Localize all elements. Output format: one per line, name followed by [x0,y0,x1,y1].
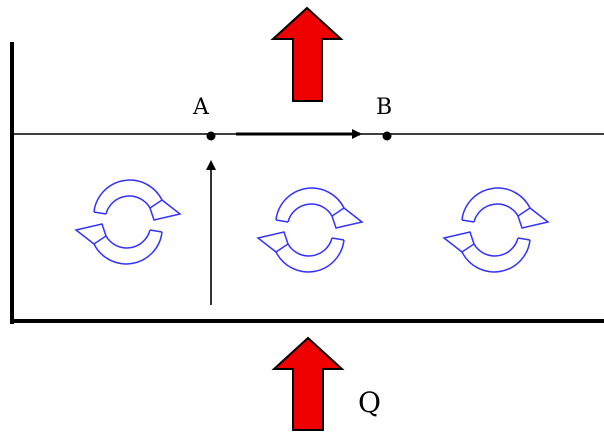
heat-in-arrow-icon [271,336,345,431]
heat-out-arrow-icon [270,6,344,102]
convection-cell-2-icon [256,187,364,273]
point-a-label: A [192,95,210,120]
heat-label-q: Q [358,386,381,419]
convection-cell-3-icon [442,187,550,273]
point-b-dot [382,131,392,141]
point-b-label: B [376,95,392,120]
point-a-dot [206,131,216,141]
convection-cell-1-icon [74,179,182,265]
